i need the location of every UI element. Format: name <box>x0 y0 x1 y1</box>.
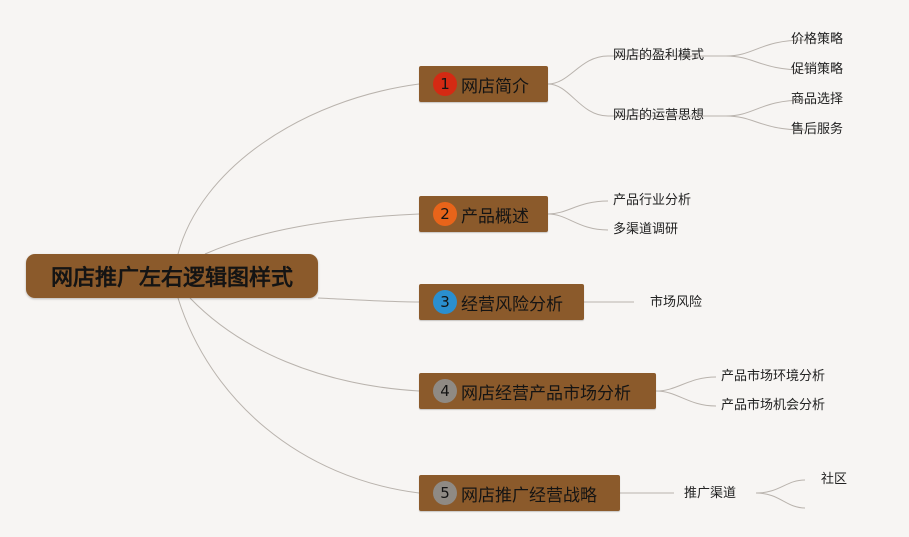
connector-b1-c2 <box>547 83 609 117</box>
subtopic-1-1[interactable]: 网店的盈利模式 <box>613 48 705 63</box>
subtopic-4-2[interactable]: 产品市场机会分析 <box>721 398 826 413</box>
leaf-5-1-1[interactable]: 社区 <box>821 472 848 487</box>
branch-label-5: 网店推广经营战略 <box>461 485 597 506</box>
connector-b4-c1 <box>655 376 717 392</box>
branch-label-4: 网店经营产品市场分析 <box>461 383 631 404</box>
leaf-1-2-2[interactable]: 售后服务 <box>791 122 844 137</box>
branch-label-3: 经营风险分析 <box>461 294 563 315</box>
subtopic-5-1[interactable]: 推广渠道 <box>684 486 737 501</box>
subtopic-1-2[interactable]: 网店的运营思想 <box>613 108 705 123</box>
subtopic-2-1[interactable]: 产品行业分析 <box>613 193 692 208</box>
branch-node-5[interactable]: 5 网店推广经营战略 <box>419 475 620 511</box>
leaf-1-1-1[interactable]: 价格策略 <box>791 32 844 47</box>
connector-b1c1-l1 <box>725 39 806 57</box>
root-node[interactable]: 网店推广左右逻辑图样式 <box>26 254 318 298</box>
connector-b2-c1 <box>547 200 609 215</box>
connector-b2-c2 <box>547 213 609 231</box>
leaf-1-2-1[interactable]: 商品选择 <box>791 92 844 107</box>
connector-root-b2 <box>204 213 420 255</box>
leaf-1-1-2[interactable]: 促销策略 <box>791 62 844 77</box>
subtopic-3-1[interactable]: 市场风险 <box>650 295 703 310</box>
connector-b5c1-l1 <box>755 479 806 494</box>
branch-label-2: 产品概述 <box>461 206 529 227</box>
connector-root-b1 <box>177 83 420 255</box>
branch-node-2[interactable]: 2 产品概述 <box>419 196 548 232</box>
connector-b5c1-l2 <box>755 492 806 509</box>
connector-root-b4 <box>189 297 420 392</box>
number-badge-1: 1 <box>433 72 457 96</box>
branch-node-3[interactable]: 3 经营风险分析 <box>419 284 584 320</box>
connector-root-b5 <box>177 297 420 494</box>
branch-label-1: 网店简介 <box>461 76 529 97</box>
branch-node-1[interactable]: 1 网店简介 <box>419 66 548 102</box>
connector-root-b3 <box>317 297 420 303</box>
connector-b1c2-l1 <box>725 99 806 117</box>
subtopic-4-1[interactable]: 产品市场环境分析 <box>721 369 826 384</box>
connector-b1-c1 <box>547 55 609 85</box>
root-label: 网店推广左右逻辑图样式 <box>50 266 293 291</box>
subtopic-2-2[interactable]: 多渠道调研 <box>613 222 679 237</box>
connector-b1c2-l2 <box>725 115 806 131</box>
branch-node-4[interactable]: 4 网店经营产品市场分析 <box>419 373 656 409</box>
number-badge-5: 5 <box>433 481 457 505</box>
connector-b4-c2 <box>655 390 717 407</box>
number-badge-2: 2 <box>433 202 457 226</box>
connector-b1c1-l2 <box>725 55 806 71</box>
number-badge-3: 3 <box>433 290 457 314</box>
number-badge-4: 4 <box>433 379 457 403</box>
